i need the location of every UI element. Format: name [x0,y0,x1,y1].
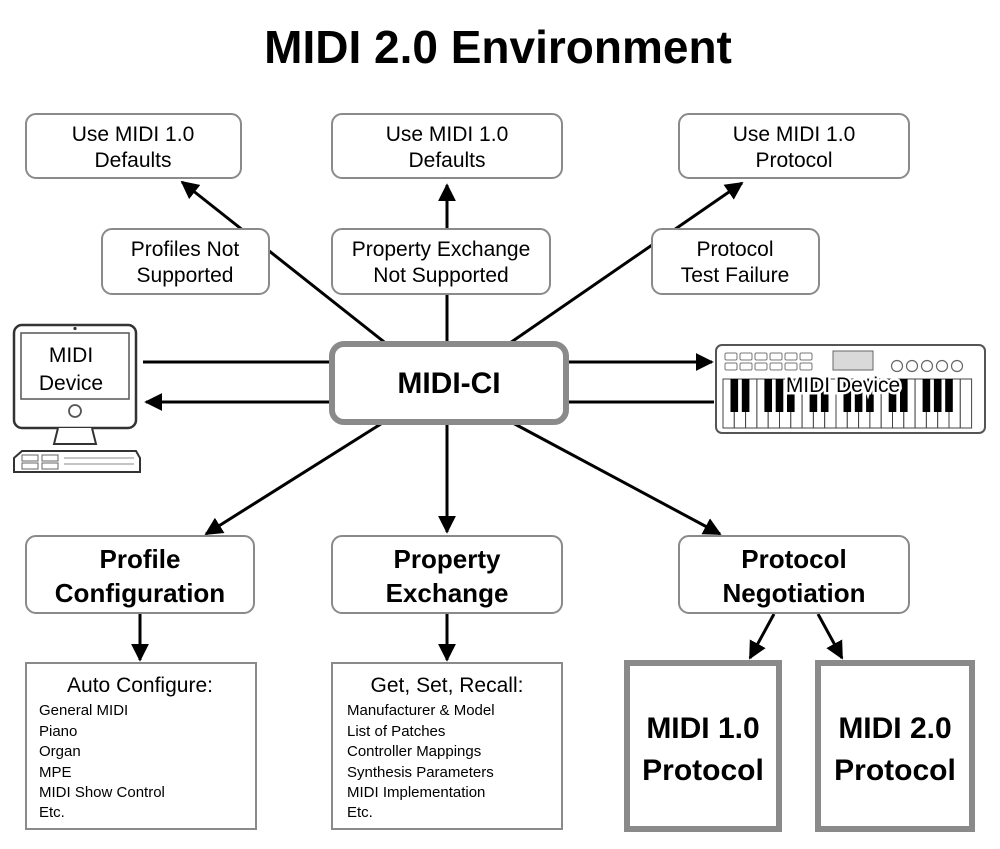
midi2-protocol-line1: MIDI 2.0 [838,712,951,745]
property-list-item: MIDI Implementation [347,784,485,801]
profile-list-box: Auto Configure: General MIDI Piano Organ… [25,662,257,830]
property-exchange-box: Property Exchange [331,535,563,614]
condition-box-left: Profiles Not Supported [101,228,270,295]
keyboard-black-key [922,379,931,412]
keyboard-black-key [843,379,852,412]
outcome-left-line2: Defaults [94,149,171,172]
property-list-heading: Get, Set, Recall: [371,674,524,697]
keyboard-black-key [741,379,750,412]
profile-configuration-line2: Configuration [55,578,225,608]
midi-ci-box: MIDI-CI [329,341,569,425]
condition-box-center: Property Exchange Not Supported [331,228,551,295]
midi1-protocol-line1: MIDI 1.0 [646,712,759,745]
keyboard-black-key [775,379,784,412]
protocol-negotiation-line1: Protocol [741,544,846,574]
keyboard-pad-button [724,362,738,371]
arrow-to-outcome-left [180,180,389,347]
keyboard-black-key [854,379,863,412]
keyboard-pad-button [799,362,813,371]
keyboard-icon: MIDI Device [715,344,986,434]
outcome-box-right: Use MIDI 1.0 Protocol [678,113,910,179]
profile-list-item: General MIDI [39,702,128,719]
diagram-title: MIDI 2.0 Environment [264,21,732,73]
keyboard-button-grid [724,352,813,371]
keyboard-pad-button [739,362,753,371]
profile-configuration-box: Profile Configuration [25,535,255,614]
condition-right-line2: Test Failure [681,264,790,287]
property-exchange-line2: Exchange [386,578,509,608]
keyboard-black-key [787,379,795,412]
property-exchange-line1: Property [394,544,501,574]
outcome-right-line2: Protocol [755,149,832,172]
profile-list-item: Etc. [39,804,65,821]
keyboard-black-key [900,379,908,412]
keyboard-device-label: MIDI Device [786,374,900,397]
connectors [131,180,844,662]
keyboard-pad-button [754,362,768,371]
keyboard-black-key [945,379,953,412]
arrow-to-protocol-negotiation [510,420,722,536]
arrow-to-profile-config [204,420,385,536]
midi1-protocol-line2: Protocol [642,754,764,787]
keyboard-black-key [809,379,818,412]
arrow-to-midi1-protocol [748,613,776,660]
keyboard-pad-button [739,352,753,361]
outcome-center-line2: Defaults [408,149,485,172]
profile-list-heading: Auto Configure: [67,674,213,697]
keyboard-keys [722,378,973,429]
midi2-protocol-line2: Protocol [834,754,956,787]
outcome-box-left: Use MIDI 1.0 Defaults [25,113,242,179]
profile-configuration-line1: Profile [100,544,181,574]
keyboard-pad-button [724,352,738,361]
keyboard-pad-button [799,352,813,361]
keyboard-black-key [764,379,772,412]
keyboard-pad-button [784,362,798,371]
condition-center-line1: Property Exchange [352,238,531,261]
condition-right-line1: Protocol [696,238,773,261]
property-list-item: Synthesis Parameters [347,764,494,781]
keyboard-black-key [730,379,739,412]
outcome-right-line1: Use MIDI 1.0 [733,123,856,146]
condition-left-line1: Profiles Not [131,238,240,261]
keyboard-black-key [888,379,897,412]
outcome-left-line1: Use MIDI 1.0 [72,123,195,146]
outcome-box-center: Use MIDI 1.0 Defaults [331,113,563,179]
property-list-item: List of Patches [347,723,445,740]
keyboard-white-key [959,378,973,429]
outcome-center-line1: Use MIDI 1.0 [386,123,509,146]
keyboard-pad-button [784,352,798,361]
arrow-to-outcome-right [506,181,744,347]
midi1-protocol-box: MIDI 1.0 Protocol [624,660,782,832]
profile-list-item: MIDI Show Control [39,784,165,801]
condition-center-line2: Not Supported [373,264,508,287]
keyboard-black-key [866,379,874,412]
midi-ci-label: MIDI-CI [397,367,500,400]
computer-device-label-line2: Device [39,372,103,395]
arrow-to-midi2-protocol [816,613,844,660]
keyboard-black-key [820,379,829,412]
protocol-negotiation-line2: Negotiation [723,578,866,608]
condition-left-line2: Supported [137,264,234,287]
condition-box-right: Protocol Test Failure [651,228,820,295]
keyboard-pad-button [769,362,783,371]
profile-list-item: MPE [39,764,72,781]
property-list-item: Manufacturer & Model [347,702,495,719]
computer-device-label-line1: MIDI [49,344,93,367]
midi2-protocol-box: MIDI 2.0 Protocol [815,660,975,832]
keyboard-black-key [933,379,942,412]
property-list-box: Get, Set, Recall: Manufacturer & Model L… [331,662,563,830]
protocol-negotiation-box: Protocol Negotiation [678,535,910,614]
profile-list-item: Organ [39,743,81,760]
computer-icon: MIDI Device [12,323,141,473]
profile-list-item: Piano [39,723,77,740]
property-list-item: Etc. [347,804,373,821]
property-list-item: Controller Mappings [347,743,481,760]
keyboard-pad-button [769,352,783,361]
keyboard-pad-button [754,352,768,361]
